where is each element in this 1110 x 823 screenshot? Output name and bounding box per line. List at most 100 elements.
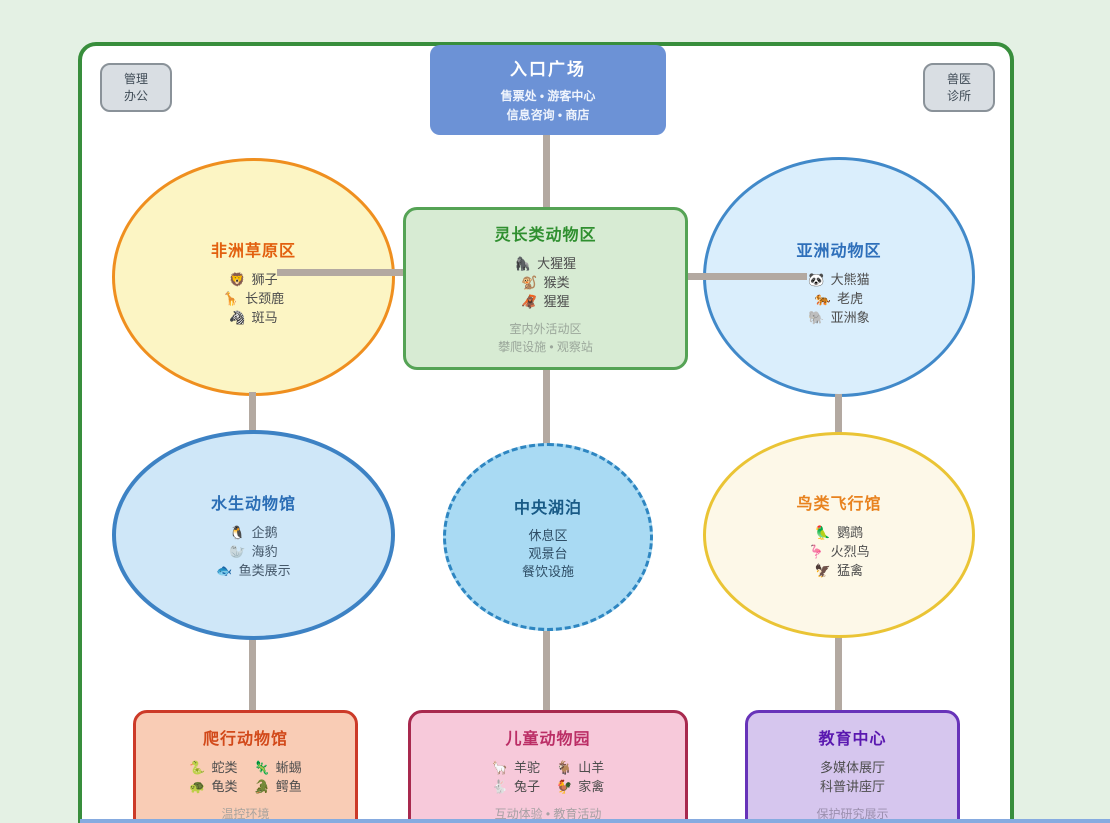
snake-icon: 🐍 [189,760,206,775]
animal-label: 猴类 [543,275,570,290]
entrance-plaza-subtitle-1: 售票处 • 游客中心 [500,89,596,103]
gorilla-icon: 🦍 [514,256,532,271]
edge-primate-asian [688,273,807,280]
animal-label: 老虎 [837,291,864,306]
edge-asian-bird [835,394,842,435]
animal-item: 🐼 大熊猫 [808,270,869,289]
animal-item: 🦭海豹 [229,542,277,561]
vet-clinic-line2: 诊所 [946,88,971,103]
animal-item: 🦁狮子 [229,270,277,289]
education-feature: 科普讲座厅 [819,779,885,794]
node-central-lake: 中央湖泊 休息区 观景台 餐饮设施 [443,443,653,631]
central-lake-shape [443,443,653,631]
animal-label: 羊驼 [513,760,540,775]
primate-zone-note-1: 室内外活动区 [509,322,582,336]
animal-item: 🦒 长颈鹿 [223,289,284,308]
admin-office-label: 管理办公 [124,71,148,105]
penguin-icon: 🐧 [229,525,246,540]
node-childrens-zoo: 儿童动物园 🦙羊驼 🐐山羊 🐇兔子 🐓家禽 互动体验 • 教育活动 [408,710,688,823]
education-center-note: 保护研究展示 [816,807,889,821]
vet-clinic-label: 兽医诊所 [947,71,971,105]
node-aquatic-pavilion: 水生动物馆 🐧企鹅 🦭海豹 🐟鱼类展示 [112,430,395,640]
primate-zone-shape [403,207,688,370]
animal-item-row: 🐇 兔子 🐓家禽 [492,777,604,796]
animal-item: 🐅老虎 [815,289,863,308]
zebra-icon: 🦓 [229,310,246,325]
entrance-plaza-subtitle-2: 信息咨询 • 商店 [506,108,590,122]
animal-label: 斑马 [251,310,278,325]
edge-bird-education [835,635,842,712]
asian-animals-title: 亚洲动物区 [796,243,882,260]
animal-item: 🐓家禽 [556,777,604,796]
node-vet-clinic: 兽医诊所 [923,63,995,112]
node-asian-animals: 亚洲动物区 🐼 大熊猫 🐅老虎 🐘亚洲象 [703,157,975,397]
admin-office-shape [100,63,172,112]
giraffe-icon: 🦒 [222,291,240,306]
elephant-icon: 🐘 [808,310,825,325]
primate-zone-notes: 室内外活动区 攀爬设施 • 观察站 [498,320,593,356]
animal-label: 龟类 [211,779,238,794]
rabbit-icon: 🐇 [491,779,508,794]
goat-icon: 🐐 [556,760,573,775]
animal-item: 🦧猩猩 [521,292,569,311]
fish-icon: 🐟 [216,563,233,578]
childrens-zoo-note: 互动体验 • 教育活动 [494,807,602,821]
animal-item: 🐒 猴类 [521,273,569,292]
rooster-icon: 🐓 [556,779,573,794]
animal-label: 鹦鹉 [837,525,864,540]
aquatic-pavilion-shape [112,430,395,640]
animal-item: 🦜 鹦鹉 [815,523,863,542]
llama-icon: 🦙 [491,760,508,775]
animal-label: 大熊猫 [830,272,870,287]
animal-item: 🐢龟类 [189,777,237,796]
admin-office-line2: 办公 [123,88,148,103]
animal-item: 🦎蜥蜴 [254,758,302,777]
node-african-savanna: 非洲草原区 🦁狮子 🦒 长颈鹿 🦓 斑马 [112,158,395,396]
animal-item: 🐐山羊 [556,758,604,777]
animal-label: 猛禽 [837,563,864,578]
crocodile-icon: 🐊 [253,779,270,794]
panda-icon: 🐼 [808,272,825,287]
animal-label: 兔子 [513,779,540,794]
lake-feature: 观景台 [528,545,568,561]
parrot-icon: 🦜 [814,525,832,540]
animal-label: 长颈鹿 [245,291,285,306]
lake-feature: 餐饮设施 [521,563,574,579]
childrens-zoo-shape [408,710,688,823]
animal-item: 🐊 鳄鱼 [254,777,302,796]
eagle-icon: 🦅 [814,563,832,578]
education-center-title: 教育中心 [818,731,887,748]
animal-item: 🦙 羊驼 [492,758,540,777]
central-lake-title: 中央湖泊 [513,499,582,517]
node-bird-flight-hall: 鸟类飞行馆 🦜鹦鹉 🦩火烈鸟 🦅猛禽 [703,432,975,638]
animal-item: 🐧企鹅 [229,523,277,542]
lake-feature: 休息区 [528,527,568,543]
bird-flight-hall-shape [703,432,975,638]
edge-entrance-primate [543,133,550,209]
animal-item-row: 🦙 羊驼 🐐山羊 [492,758,604,777]
reptile-house-shape [133,710,358,823]
lion-icon: 🦁 [229,272,246,287]
aquatic-pavilion-title: 水生动物馆 [210,496,296,513]
vet-clinic-shape [923,63,995,112]
animal-label: 蜥蜴 [275,760,302,775]
african-savanna-title: 非洲草原区 [210,243,296,260]
bottom-partial-element [80,819,1110,823]
edge-aquatic-reptile [249,636,256,712]
primate-zone-title: 灵长类动物区 [494,227,597,244]
edge-savanna-aquatic [249,392,256,434]
monkey-icon: 🐒 [521,275,538,290]
edge-primate-lake [543,368,550,445]
entrance-plaza-shape [430,45,666,135]
animal-item-row: 🐢龟类 🐊 鳄鱼 [189,777,301,796]
animal-label: 猩猩 [543,294,570,309]
animal-item-row: 🐍蛇类 🦎蜥蜴 [189,758,301,777]
node-primate-zone: 灵长类动物区 🦍大猩猩 🐒猴类 🦧猩猩 室内外活动区 攀爬设施 • 观察站 [403,207,688,370]
education-center-shape [745,710,960,823]
animal-item: 🐘亚洲象 [808,308,869,327]
reptile-house-note: 温控环境 [221,807,270,821]
animal-label: 鳄鱼 [275,779,302,794]
animal-label: 火烈鸟 [830,544,870,559]
entrance-plaza-title: 入口广场 [510,60,586,79]
